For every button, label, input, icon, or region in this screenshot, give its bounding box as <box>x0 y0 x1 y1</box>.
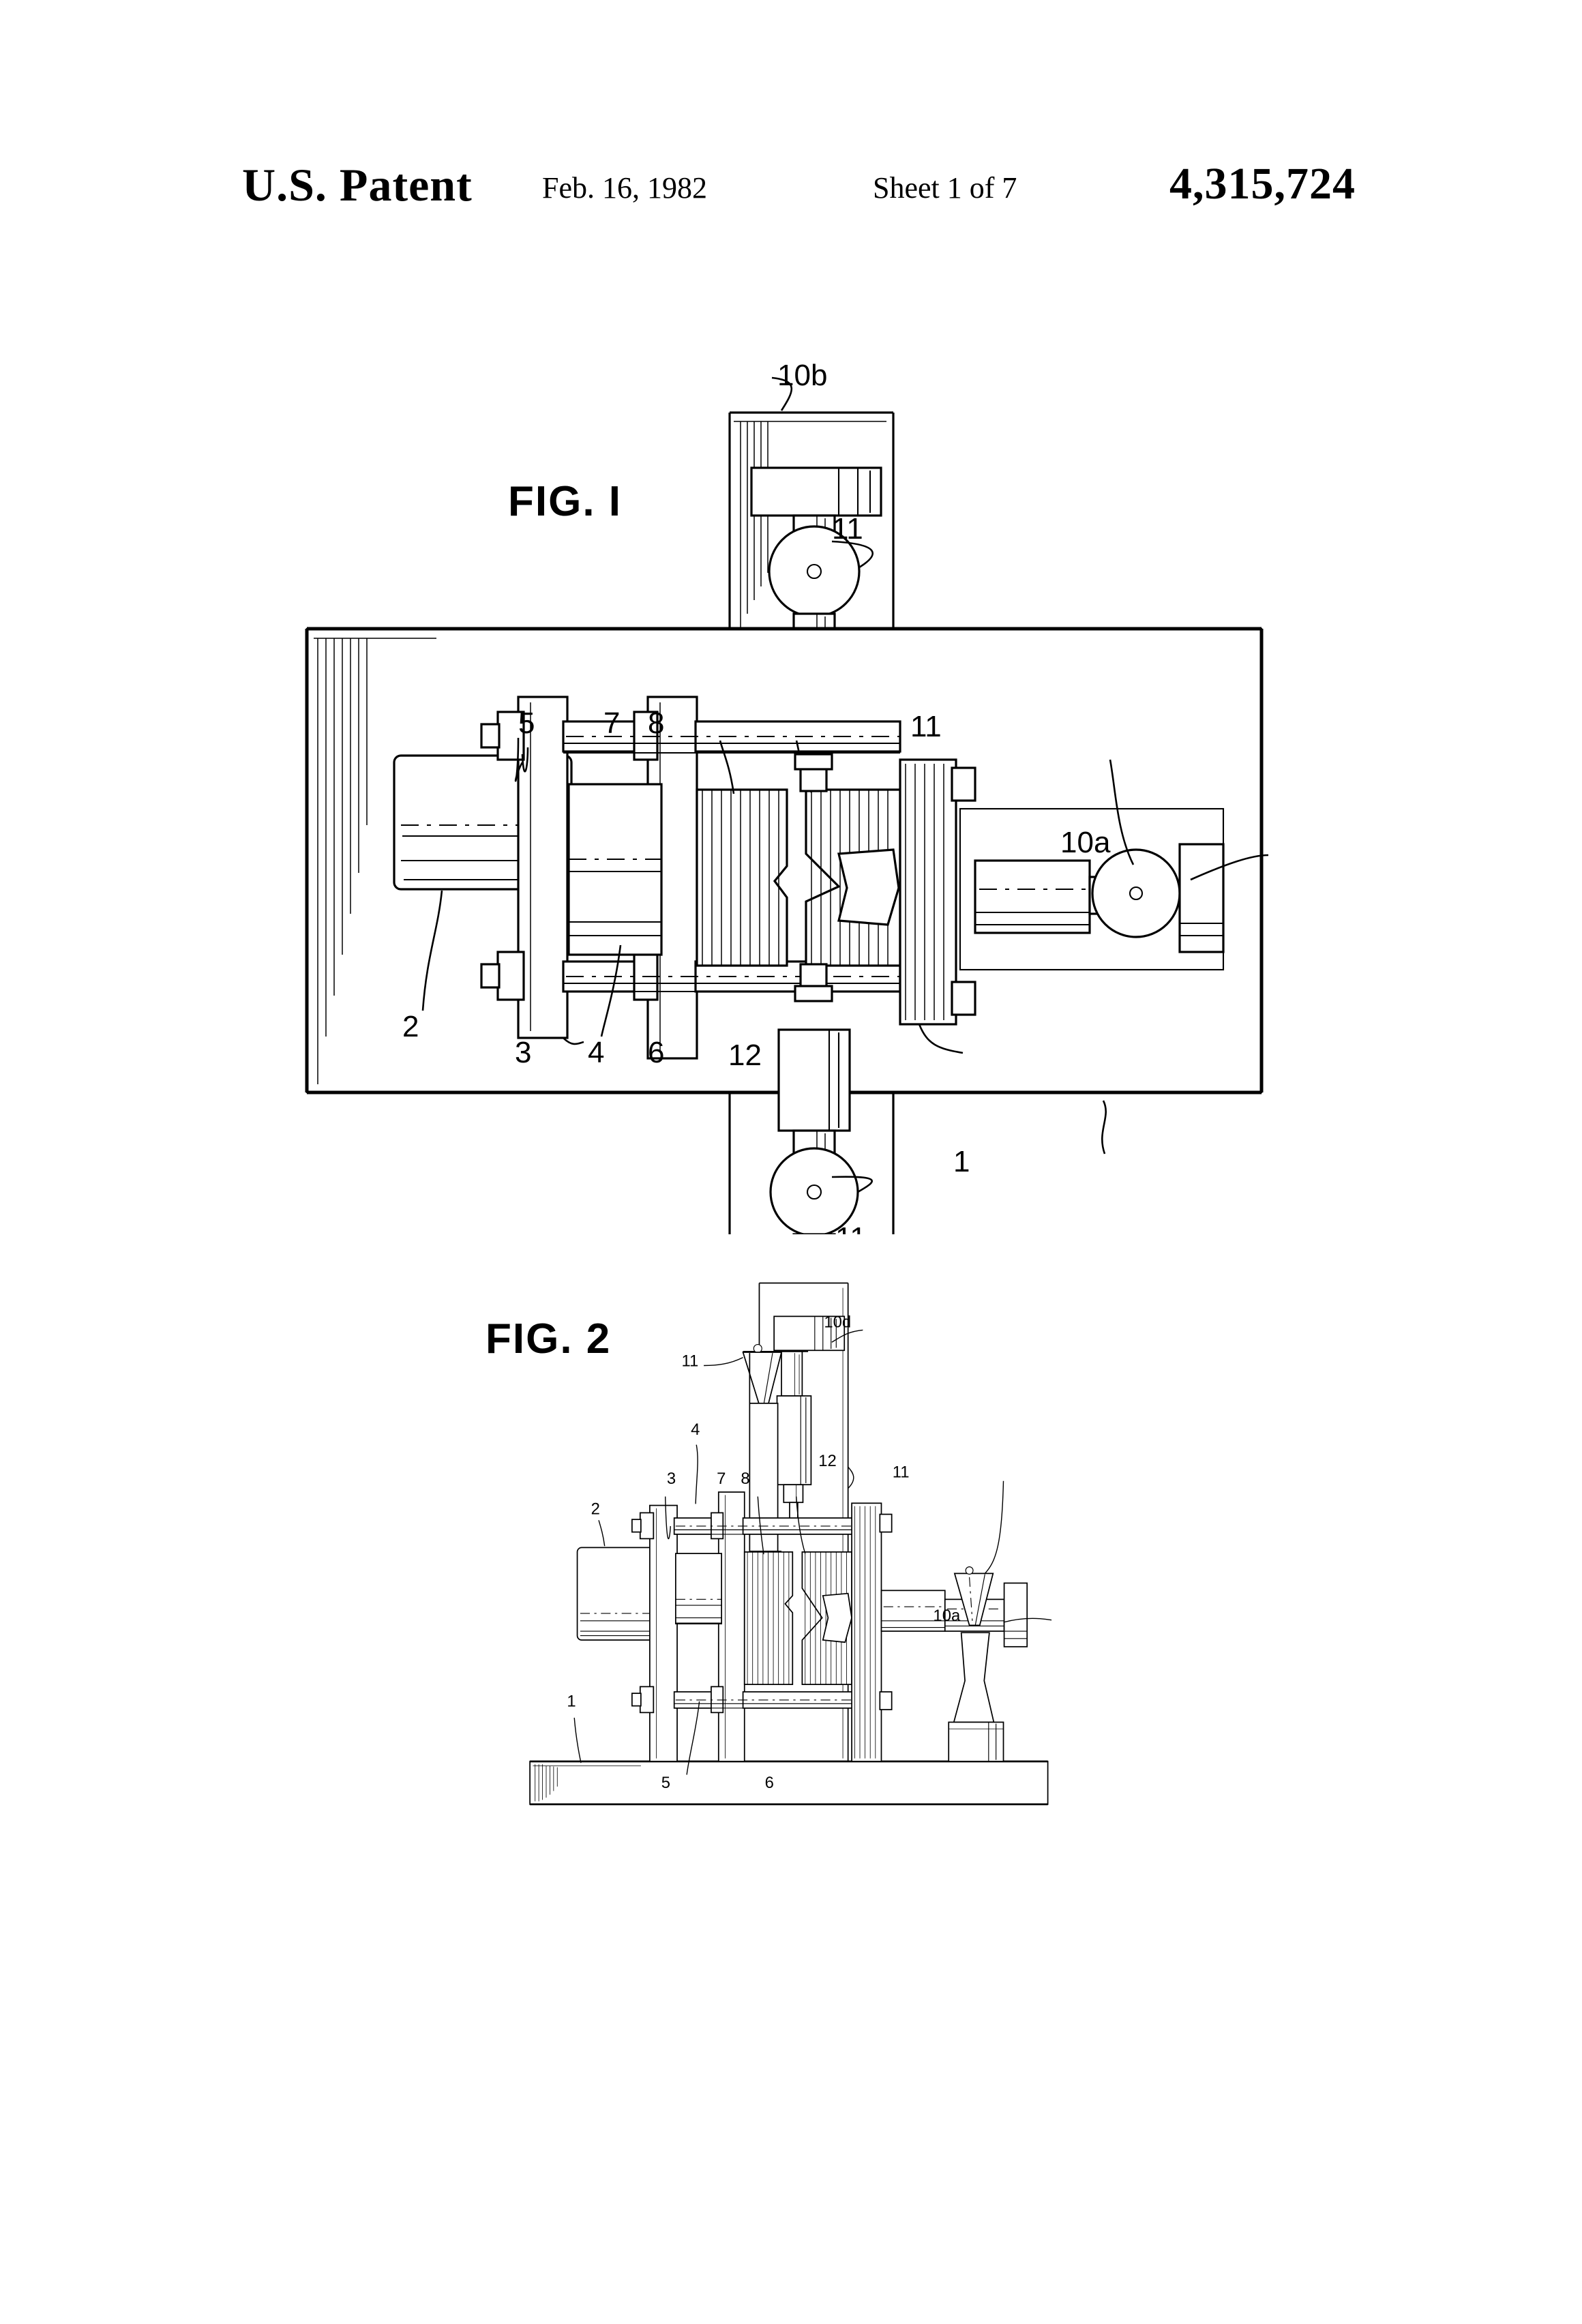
reference-numeral: 2 <box>591 1500 600 1519</box>
reference-numeral: 12 <box>818 1452 837 1470</box>
fig2-tie-rods <box>631 1496 855 1775</box>
reference-numeral: 11 <box>910 710 942 743</box>
reference-numeral: 7 <box>603 706 620 740</box>
reference-numeral: 10a <box>1060 826 1111 859</box>
patent-office-label: U.S. Patent <box>242 159 473 211</box>
patent-number: 4,315,724 <box>1169 159 1356 209</box>
reference-numeral: 11 <box>835 1221 867 1234</box>
reference-numeral: 6 <box>765 1774 774 1792</box>
fig1-die-half-8 <box>794 740 901 1002</box>
figure-1-caption: FIG. I <box>508 478 622 525</box>
figure-1-drawing: 10b115781110a23461211110c <box>305 359 1269 1234</box>
reference-numeral: 5 <box>518 706 535 740</box>
reference-numeral: 8 <box>648 706 664 740</box>
reference-numeral: 11 <box>893 1463 910 1481</box>
patent-date: Feb. 16, 1982 <box>542 171 707 205</box>
reference-numeral: 1 <box>953 1145 970 1178</box>
fig2-motor-2 <box>576 1520 663 1641</box>
reference-numeral: 10b <box>777 359 827 392</box>
fig1-die-half-7 <box>696 740 788 967</box>
sheet-number: Sheet 1 of 7 <box>873 171 1017 205</box>
fig2-die-half-7 <box>743 1496 794 1685</box>
fig2-bed-plate <box>529 1717 1049 1806</box>
fig2-platen-4 <box>649 1444 698 1762</box>
reference-numeral: 3 <box>667 1470 676 1488</box>
reference-numeral: 7 <box>717 1470 726 1488</box>
reference-numeral: 5 <box>661 1774 670 1792</box>
reference-numeral: 6 <box>648 1036 664 1069</box>
reference-numeral: 11 <box>832 512 863 546</box>
reference-numeral: 11 <box>682 1352 699 1371</box>
fig2-upper-column <box>704 1282 863 1763</box>
reference-numeral: 2 <box>402 1010 419 1043</box>
fig2-extruder-barrel <box>880 1480 1052 1762</box>
reference-numeral: 4 <box>691 1420 700 1439</box>
fig1-platen-4 <box>517 696 584 1045</box>
patent-header: U.S. Patent Feb. 16, 1982 Sheet 1 of 7 4… <box>0 158 1582 224</box>
fig1-tie-rods <box>480 711 901 1037</box>
reference-numeral: 12 <box>728 1039 762 1072</box>
fig1-reference-numerals: 10b115781110a23461211110c <box>402 359 1111 1234</box>
reference-numeral: 10d <box>824 1313 851 1332</box>
fig2-fixed-platen-12 <box>851 1502 893 1762</box>
reference-numeral: 1 <box>567 1693 576 1711</box>
fig1-fixed-platen-12 <box>899 758 976 1054</box>
figure-2-drawing: 10d 11 12 4 3 78 11 2 10a 1 5 6 <box>529 1282 1052 1806</box>
fig1-lower-column <box>728 1028 895 1234</box>
fig1-extruder-assembly <box>959 759 1269 971</box>
reference-numeral: 3 <box>515 1036 531 1069</box>
reference-numeral: 10a <box>933 1607 961 1625</box>
reference-numeral: 4 <box>588 1036 604 1069</box>
reference-numeral: 8 <box>741 1470 749 1488</box>
figure-2-caption: FIG. 2 <box>486 1315 612 1362</box>
